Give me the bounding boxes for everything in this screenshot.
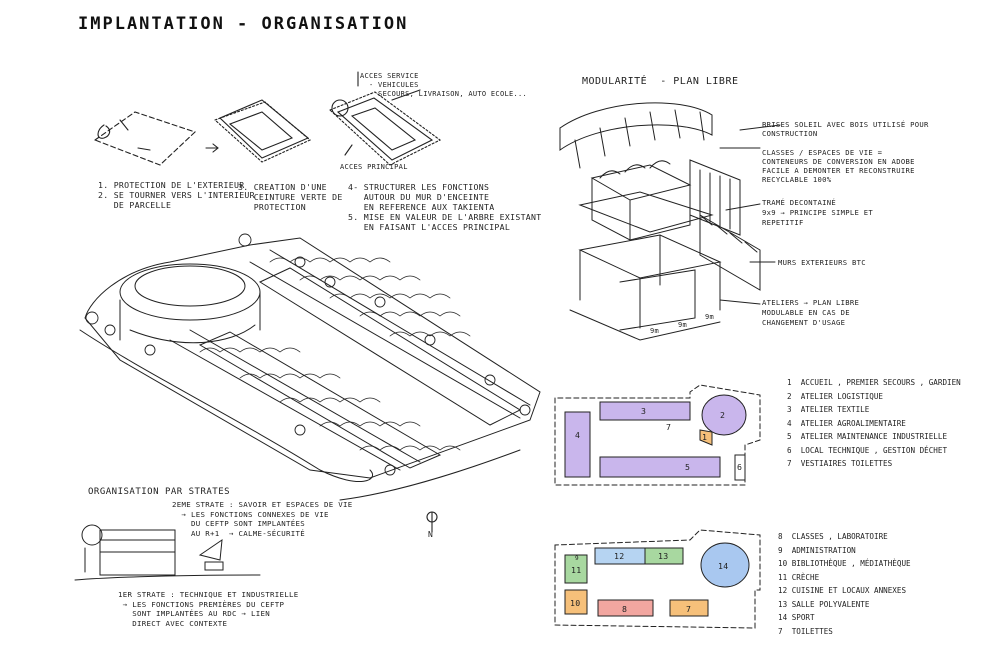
plan1-block-5 — [599, 456, 721, 478]
plan1-outline — [554, 384, 761, 486]
green-belt-sketch — [213, 99, 312, 163]
plan1-label-4: 4 — [575, 430, 581, 440]
plan1-label-3: 3 — [641, 406, 647, 416]
dim-label-2: 9m — [678, 321, 688, 329]
plan2-label-12: 12 — [614, 551, 625, 561]
legend-item: 7 VESTIAIRES TOILETTES — [787, 459, 893, 468]
legend-item: 4 ATELIER AGROALIMENTAIRE — [787, 418, 906, 428]
plan1-legend: 1 ACCUEIL , PREMIER SECOURS , GARDIEN 2 … — [787, 376, 961, 471]
legend-item: 9 ADMINISTRATION — [778, 545, 856, 555]
plan2-blocks — [564, 542, 750, 617]
legend-item: 1 ACCUEIL , PREMIER SECOURS , GARDIEN — [787, 378, 961, 387]
legend-item: 14 SPORT — [778, 613, 815, 622]
plan2-label-13: 13 — [658, 551, 669, 561]
legend-item: 12 CUISINE ET LOCAUX ANNEXES — [778, 586, 907, 595]
plan2-block-8 — [597, 599, 654, 617]
plan1-block-1 — [699, 429, 713, 446]
site-roofs — [199, 257, 471, 451]
plan2-block-11 — [564, 554, 588, 584]
strata-section — [74, 524, 261, 581]
dim-label-1: 9m — [650, 327, 660, 335]
plan2-block-13 — [644, 547, 684, 565]
site-trees — [85, 233, 531, 476]
step-1-2-note: 1. PROTECTION DE L'EXTERIEUR 2. SE TOURN… — [98, 180, 255, 210]
step-3-note: 3. CREATION D'UNE CEINTURE VERTE DE PROT… — [238, 182, 343, 212]
plan1-label-2: 2 — [720, 410, 726, 420]
access-principal-note: ACCES PRINCIPAL — [340, 163, 408, 171]
legend-item: 11 CRÈCHE — [778, 572, 820, 582]
plan1-block-3 — [599, 401, 691, 421]
north-label: N — [428, 530, 434, 539]
plan2-legend: 8 CLASSES , LABORATOIRE 9 ADMINISTRATION… — [778, 530, 911, 638]
legend-item: 7 TOILETTES — [778, 626, 833, 636]
plan1-label-1: 1 — [702, 432, 708, 442]
legend-item: 10 BIBLIOTHÈQUE , MÉDIATHÈQUE — [778, 559, 911, 568]
plan2-label-11: 11 — [571, 565, 582, 575]
step-4-5-note: 4- STRUCTURER LES FONCTIONS AUTOUR DU MU… — [348, 182, 542, 232]
plan2-block-10 — [564, 589, 588, 615]
trame-note: TRAMÉ DECONTAINÉ 9x9 → PRINCIPE SIMPLE E… — [762, 198, 874, 227]
plan1-blocks — [564, 394, 747, 481]
strate-2-note: 2EME STRATE : SAVOIR ET ESPACES DE VIE →… — [172, 500, 353, 538]
plan2-label-8: 8 — [622, 604, 628, 614]
plan1-label-7: 7 — [666, 422, 672, 432]
legend-item: 5 ATELIER MAINTENANCE INDUSTRIELLE — [787, 432, 948, 441]
legend-item: 2 ATELIER LOGISTIQUE — [787, 391, 884, 401]
dim-label-3: 9m — [705, 313, 715, 321]
legend-item: 3 ATELIER TEXTILE — [787, 405, 870, 414]
plan1-label-5: 5 — [685, 462, 691, 472]
plan2-label-9: 9 — [575, 555, 579, 562]
page-title: IMPLANTATION - ORGANISATION — [78, 14, 409, 34]
plan2-label-10: 10 — [570, 598, 581, 608]
legend-item: 6 LOCAL TECHNIQUE , GESTION DÉCHET — [787, 445, 948, 455]
plan2-block-7 — [669, 599, 709, 617]
plan1-label-6: 6 — [737, 462, 743, 472]
north-arrow-icon — [426, 511, 438, 533]
modularity-title: MODULARITÉ - PLAN LIBRE — [582, 76, 739, 87]
plan2-block-14 — [700, 542, 750, 588]
parcel-sketch — [93, 111, 219, 166]
strata-title: ORGANISATION PAR STRATES — [88, 487, 231, 497]
plan2-outline — [554, 529, 761, 629]
ateliers-note: ATELIERS → PLAN LIBRE MODULABLE EN CAS D… — [762, 298, 860, 327]
plan2-label-14: 14 — [718, 561, 729, 571]
site-axonometric — [79, 237, 541, 501]
legend-item: 13 SALLE POLYVALENTE — [778, 599, 870, 609]
plan2-label-7: 7 — [686, 604, 692, 614]
classes-note: CLASSES / ESPACES DE VIE = CONTENEURS DE… — [762, 148, 915, 184]
brise-soleil-note: BRISES SOLEIL AVEC BOIS UTILISÉ POUR CON… — [762, 120, 929, 138]
plan1-block-6 — [734, 454, 746, 481]
plan1-block-4 — [564, 411, 591, 478]
legend-item: 8 CLASSES , LABORATOIRE — [778, 532, 888, 541]
strate-1-note: 1ER STRATE : TECHNIQUE ET INDUSTRIELLE →… — [118, 590, 299, 628]
plan1-block-2 — [701, 394, 747, 436]
murs-note: MURS EXTERIEURS BTC — [778, 258, 866, 267]
access-service-note: ACCES SERVICE - VEHICULES - SECOURS, LIV… — [360, 72, 528, 98]
structured-sketch — [328, 71, 442, 166]
modularity-axonometric — [559, 102, 781, 341]
